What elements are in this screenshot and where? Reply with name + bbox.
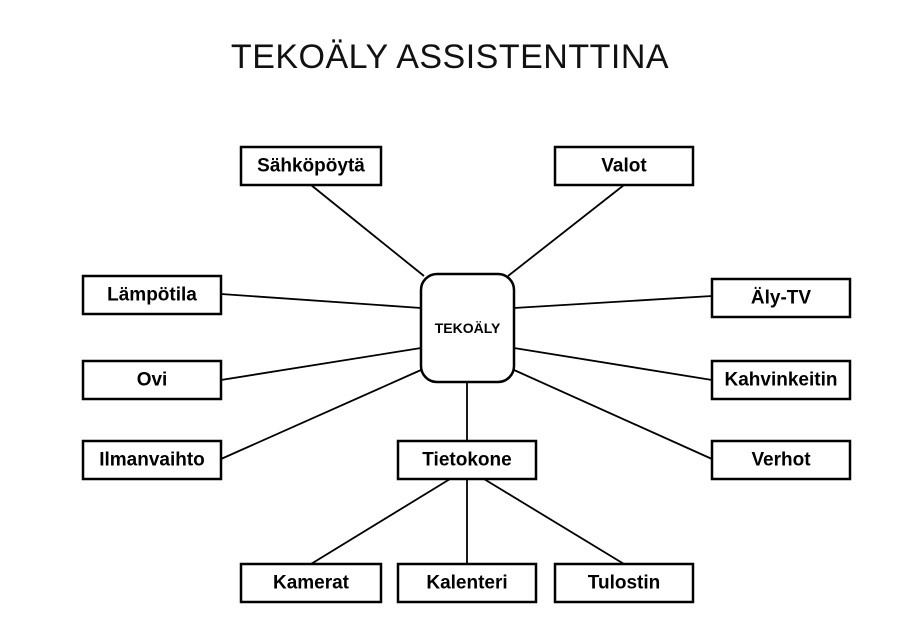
node-label-ilmanvaihto: Ilmanvaihto bbox=[99, 450, 205, 471]
hub-node: TEKOÄLY bbox=[419, 272, 516, 384]
connector-hub-valot bbox=[507, 184, 625, 277]
connector-layer bbox=[220, 184, 713, 565]
node-box-ilmanvaihto bbox=[81, 439, 223, 481]
node-box-tietokone bbox=[396, 439, 538, 481]
connector-tietokone-tulostin bbox=[483, 478, 625, 565]
node-box-alytv bbox=[710, 277, 852, 319]
node-label-sahkopoyta: Sähköpöytä bbox=[257, 156, 365, 177]
node-box-kahvinkeitin bbox=[710, 359, 852, 401]
connector-hub-alytv bbox=[513, 295, 713, 309]
node-box-ovi bbox=[81, 359, 223, 401]
node-label-tulostin: Tulostin bbox=[588, 573, 660, 594]
node-box-lampotila bbox=[81, 274, 223, 316]
node-label-kamerat: Kamerat bbox=[273, 573, 350, 594]
node-label-kalenteri: Kalenteri bbox=[426, 573, 507, 594]
node-label-valot: Valot bbox=[601, 156, 647, 177]
node-kamerat: Kamerat bbox=[239, 562, 383, 604]
node-lampotila: Lämpötila bbox=[81, 274, 223, 316]
connector-hub-ilmanvaihto bbox=[220, 369, 422, 460]
node-ovi: Ovi bbox=[81, 359, 223, 401]
node-kahvinkeitin: Kahvinkeitin bbox=[710, 359, 852, 401]
node-box-valot bbox=[553, 145, 695, 187]
node-kalenteri: Kalenteri bbox=[396, 562, 538, 604]
node-tietokone: Tietokone bbox=[396, 439, 538, 481]
node-box-kamerat bbox=[239, 562, 383, 604]
connector-hub-kahvinkeitin bbox=[513, 347, 713, 381]
connector-hub-ovi bbox=[220, 347, 422, 381]
hub-box bbox=[419, 272, 516, 384]
node-tulostin: Tulostin bbox=[553, 562, 695, 604]
node-box-kalenteri bbox=[396, 562, 538, 604]
node-alytv: Äly-TV bbox=[710, 277, 852, 319]
connector-hub-verhot bbox=[513, 369, 713, 460]
node-ilmanvaihto: Ilmanvaihto bbox=[81, 439, 223, 481]
connector-hub-lampotila bbox=[220, 293, 422, 309]
node-valot: Valot bbox=[553, 145, 695, 187]
node-label-lampotila: Lämpötila bbox=[107, 285, 197, 306]
node-sahkopoyta: Sähköpöytä bbox=[239, 145, 383, 187]
node-verhot: Verhot bbox=[710, 439, 852, 481]
node-box-tulostin bbox=[553, 562, 695, 604]
node-label-ovi: Ovi bbox=[137, 370, 168, 391]
diagram-title: TEKOÄLY ASSISTENTTINA bbox=[230, 38, 670, 76]
hub-label: TEKOÄLY bbox=[435, 320, 501, 336]
node-box-sahkopoyta bbox=[239, 145, 383, 187]
connector-hub-sahkopoyta bbox=[310, 184, 425, 277]
connector-tietokone-kamerat bbox=[310, 478, 451, 565]
node-box-verhot bbox=[710, 439, 852, 481]
node-label-verhot: Verhot bbox=[751, 450, 811, 471]
node-label-alytv: Äly-TV bbox=[751, 288, 812, 309]
node-label-tietokone: Tietokone bbox=[422, 450, 511, 471]
node-label-kahvinkeitin: Kahvinkeitin bbox=[725, 370, 838, 391]
